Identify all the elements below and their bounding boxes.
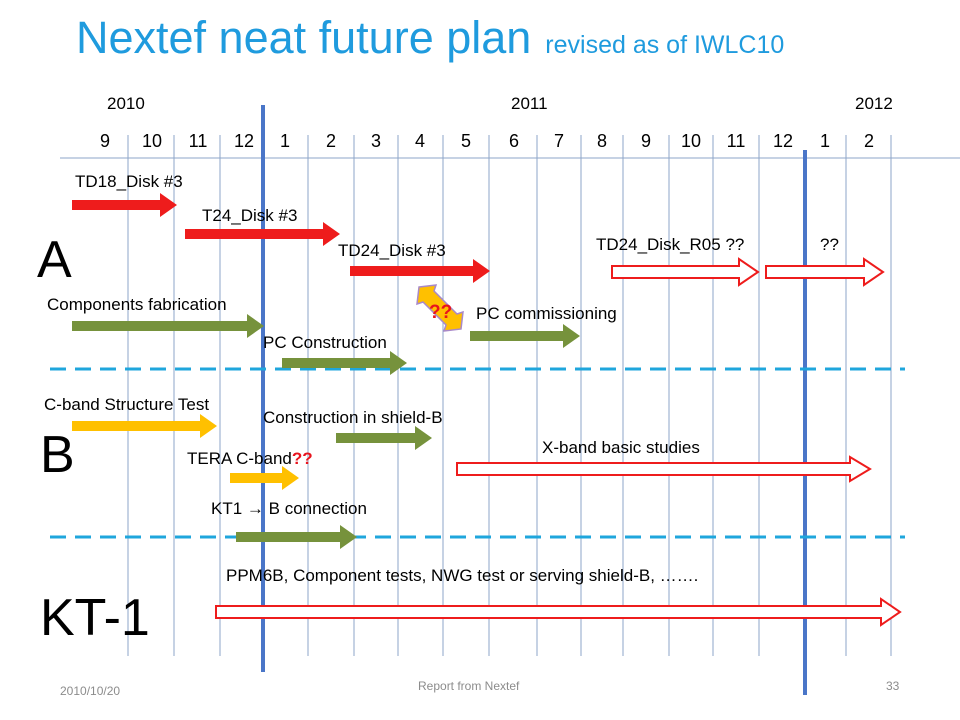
task-label-td24: TD24_Disk #3 [338,241,446,260]
tera-text: TERA C-band [187,449,292,468]
task-label-pc-commissioning: PC commissioning [476,304,617,323]
arrow-construction-shield [336,426,432,450]
task-label-qq-right: ?? [820,235,839,254]
task-label-cband: C-band Structure Test [44,395,210,414]
arrow-tera [230,466,299,490]
task-label-td24r05: TD24_Disk_R05 ?? [596,235,745,254]
year-2012: 2012 [855,94,893,113]
red-arrows [72,193,490,283]
outline-arrows [215,257,902,627]
task-label-kt1: KT1 → B connection [211,499,367,519]
month-gridlines [127,135,892,656]
arrow-td24r05 [611,257,760,287]
month-label: 8 [596,131,607,151]
yellow-double-arrow [416,284,464,332]
month-label: 6 [508,131,519,151]
task-label-tera: TERA C-band?? [187,449,313,469]
task-label-xband: X-band basic studies [542,438,700,457]
arrow-xband [456,455,872,483]
green-arrows [72,314,580,549]
month-label: 1 [819,131,830,151]
month-label: 10 [680,131,702,151]
footer-date: 2010/10/20 [60,684,121,698]
year-2010: 2010 [107,94,145,113]
arrow-td24 [350,259,490,283]
section-b-label: B [40,426,75,484]
kt1-text: KT1 [211,499,243,518]
month-label: 4 [414,131,425,151]
month-label: 2 [863,131,874,151]
month-label: 9 [99,131,110,151]
month-label: 3 [370,131,381,151]
month-label: 2 [325,131,336,151]
arrow-pc-commissioning [470,324,580,348]
arrow-t24 [185,222,340,246]
arrow-pc-construction [282,351,407,375]
arrow-cband [72,414,217,438]
task-label-components: Components fabrication [47,295,227,314]
month-label: 10 [141,131,163,151]
tera-qq: ?? [291,449,313,468]
month-label: 7 [553,131,564,151]
month-label: 9 [640,131,651,151]
year-2011: 2011 [511,94,548,113]
arrow-qq-right [765,257,885,287]
footer-page: 33 [886,679,900,693]
arrow-td18 [72,193,177,217]
section-a-label: A [37,231,72,289]
month-label: 1 [279,131,290,151]
arrow-components [72,314,264,338]
page-title: Nextef neat future plan revised as of IWL… [76,12,784,64]
task-label-pc-construction: PC Construction [263,333,387,352]
month-label: 12 [772,131,794,151]
task-label-ppm: PPM6B, Component tests, NWG test or serv… [226,566,699,585]
month-label: 12 [233,131,255,151]
month-label: 11 [726,131,746,151]
title-sub: revised as of IWLC10 [545,31,785,59]
yellow-arrows [72,414,299,490]
task-label-construction-shield: Construction in shield-B [263,408,443,427]
section-kt1-label: KT-1 [40,589,150,647]
month-label: 5 [460,131,471,151]
month-label: 11 [188,131,208,151]
arrow-ppm [215,597,902,627]
arrow-kt1-b [236,525,357,549]
footer-center: Report from Nextef [418,679,520,693]
title-main: Nextef neat future plan [76,12,532,63]
b-connection-text: B connection [268,499,367,518]
task-label-qq-red: ?? [429,302,453,323]
task-label-td18: TD18_Disk #3 [75,172,183,191]
task-label-t24: T24_Disk #3 [202,206,298,225]
right-arrow-icon: → [246,499,264,518]
